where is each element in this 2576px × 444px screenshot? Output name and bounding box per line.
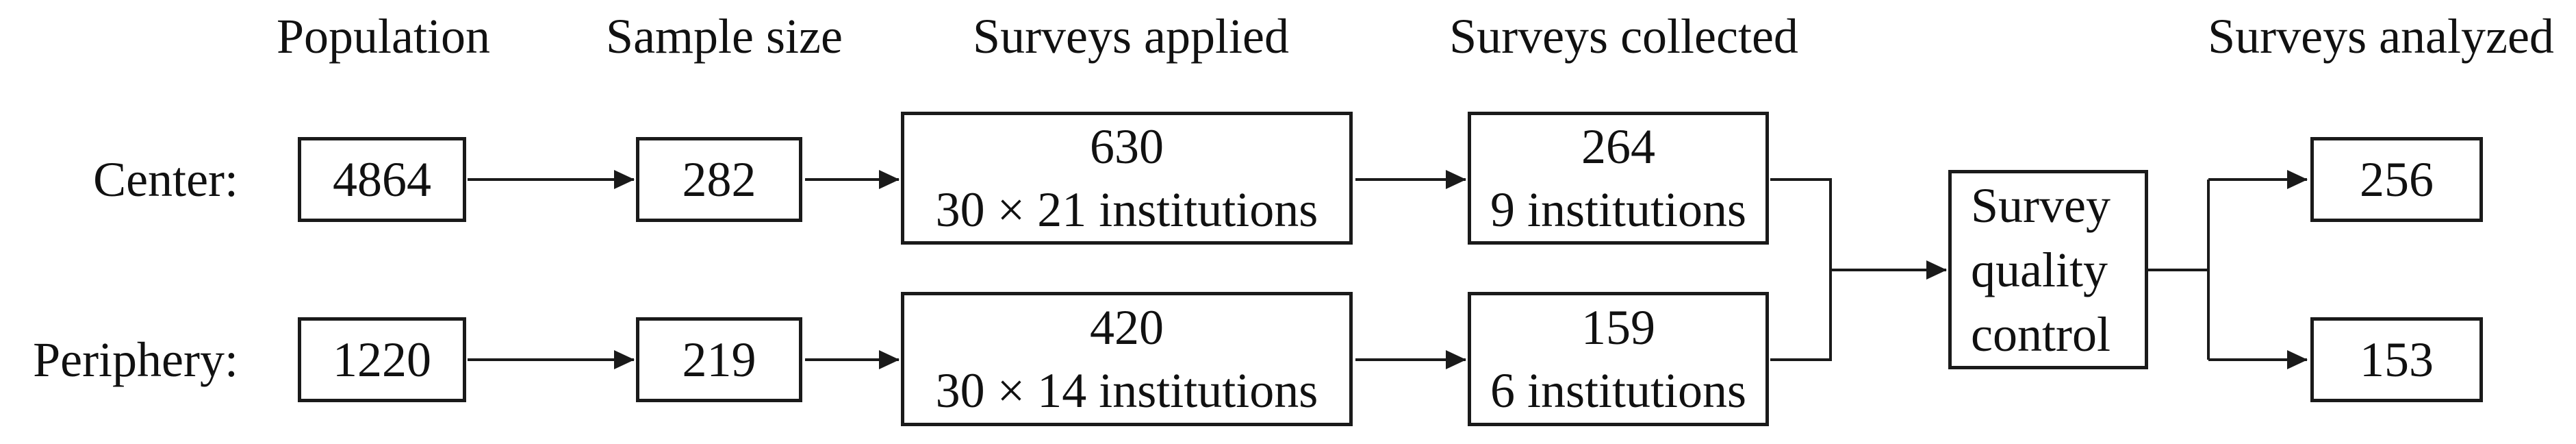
surveys-analyzed-center-box: 256: [2310, 137, 2483, 222]
surveys-analyzed-periphery-value: 153: [2360, 332, 2434, 387]
surveys-applied-periphery-detail: 30 × 14 institutions: [935, 363, 1318, 418]
surveys-analyzed-center-value: 256: [2360, 152, 2434, 207]
sample-size-center-box: 282: [636, 137, 802, 222]
population-periphery-value: 1220: [333, 332, 431, 387]
surveys-collected-periphery-box: 159 6 institutions: [1468, 292, 1769, 426]
survey-quality-control-line-2: quality: [1971, 242, 2108, 297]
row-label-periphery-text: Periphery:: [33, 332, 238, 387]
survey-quality-control-box: Survey quality control: [1948, 170, 2148, 369]
header-population: Population: [276, 9, 491, 64]
surveys-collected-center-box: 264 9 institutions: [1468, 112, 1769, 245]
surveys-collected-periphery-detail: 6 institutions: [1490, 363, 1747, 418]
sample-size-center-value: 282: [682, 152, 756, 207]
surveys-collected-periphery-value: 159: [1581, 300, 1655, 355]
surveys-collected-center-detail: 9 institutions: [1490, 182, 1747, 237]
header-surveys-collected: Surveys collected: [1449, 9, 1798, 64]
population-periphery-box: 1220: [298, 317, 466, 402]
merge-elbow-connector: [1770, 178, 1832, 361]
surveys-applied-center-box: 630 30 × 21 institutions: [901, 112, 1353, 245]
row-label-periphery: Periphery:: [0, 317, 238, 402]
row-label-center: Center:: [0, 137, 238, 222]
sample-size-periphery-value: 219: [682, 332, 756, 387]
surveys-analyzed-periphery-box: 153: [2310, 317, 2483, 402]
survey-quality-control-line-3: control: [1971, 306, 2110, 362]
population-center-box: 4864: [298, 137, 466, 222]
header-surveys-analyzed: Surveys analyzed: [2208, 9, 2554, 64]
surveys-applied-periphery-box: 420 30 × 14 institutions: [901, 292, 1353, 426]
header-sample-size: Sample size: [606, 9, 843, 64]
surveys-applied-center-value: 630: [1090, 119, 1164, 174]
survey-quality-control-line-1: Survey: [1971, 177, 2110, 233]
row-label-center-text: Center:: [93, 151, 238, 207]
sample-size-periphery-box: 219: [636, 317, 802, 402]
surveys-applied-periphery-value: 420: [1090, 300, 1164, 355]
surveys-collected-center-value: 264: [1581, 119, 1655, 174]
population-center-value: 4864: [333, 152, 431, 207]
surveys-applied-center-detail: 30 × 21 institutions: [935, 182, 1318, 237]
header-surveys-applied: Surveys applied: [973, 9, 1289, 64]
